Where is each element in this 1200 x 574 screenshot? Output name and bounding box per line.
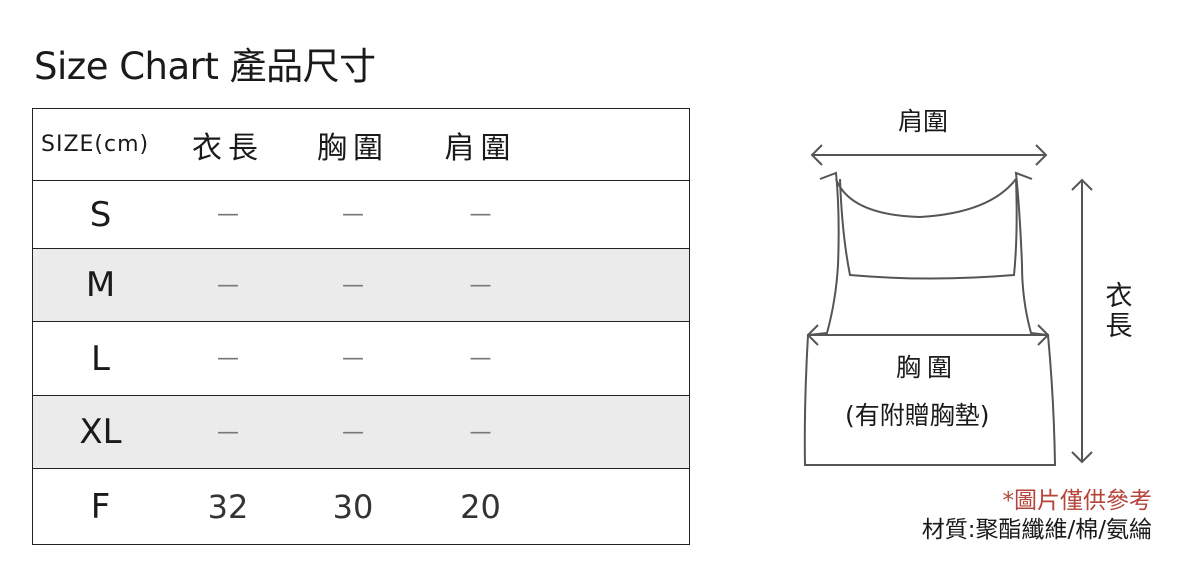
size-value: 30 <box>332 487 374 526</box>
header-size: SIZE(cm) <box>41 132 150 157</box>
header-column-1: 衣長 <box>192 130 264 166</box>
shoulder-arrow-left-head <box>810 144 823 166</box>
size-value: — <box>469 272 492 298</box>
shoulder-arrow-right-head <box>1035 144 1048 166</box>
size-value: — <box>342 202 364 227</box>
reference-note: *圖片僅供參考 <box>1002 488 1153 514</box>
size-label: F <box>90 486 111 527</box>
size-label: XL <box>79 412 122 452</box>
size-value: — <box>342 419 364 445</box>
garment-neckline <box>835 178 1017 219</box>
shoulder-label: 肩圍 <box>898 107 949 136</box>
size-label: L <box>91 338 110 379</box>
table-row: S — — — <box>33 180 689 248</box>
size-label: S <box>89 194 112 235</box>
size-value: — <box>342 272 364 298</box>
size-value: — <box>217 272 239 298</box>
size-value: — <box>469 346 492 371</box>
size-value: — <box>469 202 492 227</box>
garment-outline <box>803 171 1057 466</box>
garment-diagram <box>803 144 1093 466</box>
page-title: Size Chart 產品尺寸 <box>34 45 376 88</box>
chest-note: (有附贈胸墊) <box>845 401 990 430</box>
length-label: 衣長 <box>1105 281 1133 342</box>
chest-arrow-right-head <box>1037 324 1050 346</box>
size-label: M <box>85 265 116 305</box>
chest-label: 胸圍 <box>896 353 959 382</box>
size-value: — <box>217 419 239 445</box>
table-row: L — — — <box>33 321 689 395</box>
header-column-2: 胸圍 <box>317 130 389 166</box>
table-row: F 32 30 20 <box>33 468 689 544</box>
size-table: SIZE(cm) 衣長 胸圍 肩圍 S — — — M — — — L — — — XL — — — F 32 30 20 <box>32 108 690 545</box>
table-row: M — — — <box>33 248 689 321</box>
size-value: — <box>469 419 492 445</box>
material-text: 材質:聚酯纖維/棉/氨綸 <box>921 517 1152 543</box>
length-arrow-bottom-head <box>1071 451 1093 464</box>
inner-panel <box>839 178 1018 280</box>
chest-arrow-left-head <box>806 324 819 346</box>
table-header-row: SIZE(cm) 衣長 胸圍 肩圍 <box>33 109 689 180</box>
size-value: — <box>217 202 239 227</box>
length-arrow-top-head <box>1071 178 1093 191</box>
size-value: — <box>217 346 239 371</box>
header-column-3: 肩圍 <box>444 130 517 166</box>
size-value: 32 <box>207 487 249 526</box>
size-value: 20 <box>460 487 501 526</box>
table-row: XL — — — <box>33 395 689 468</box>
size-value: — <box>342 346 364 371</box>
